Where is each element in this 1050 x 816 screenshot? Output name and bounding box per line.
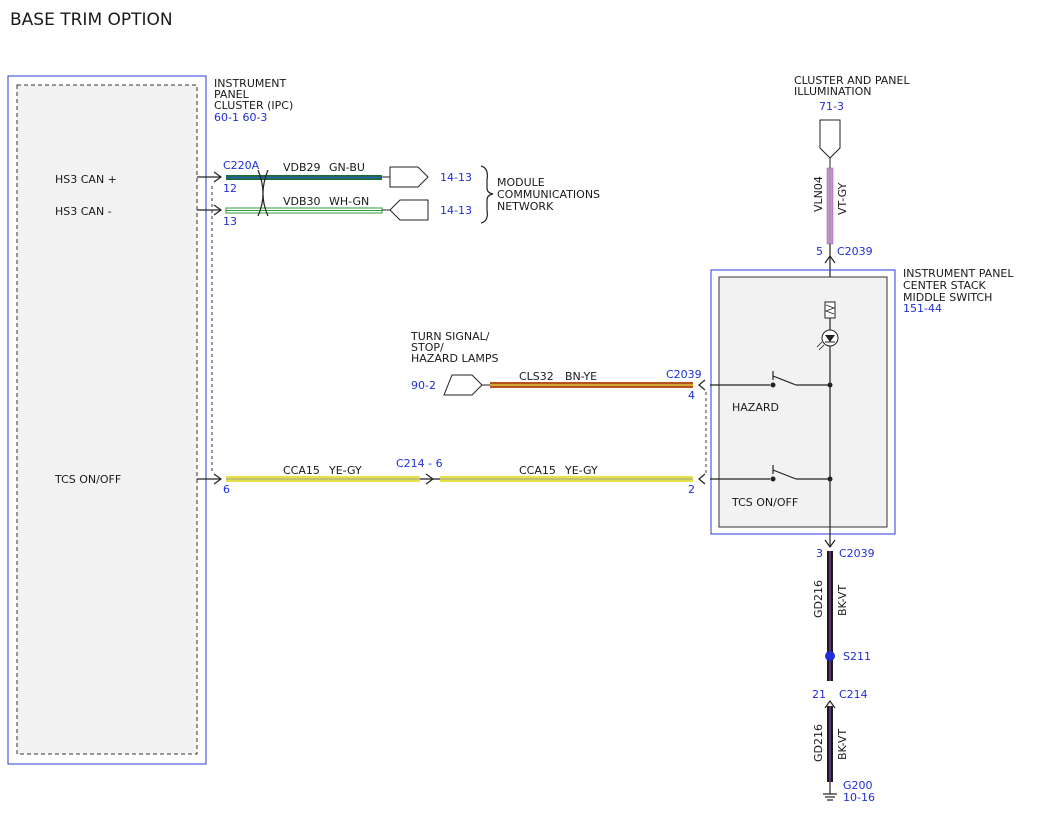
ground-ref[interactable]: 10-16 [843, 791, 875, 804]
svg-text:MODULE: MODULE [497, 176, 545, 189]
connector-arrow-icon [824, 254, 836, 264]
pin-21: 21 [812, 688, 826, 701]
connector-c2039-bottom[interactable]: C2039 [839, 547, 875, 560]
ground-g200[interactable]: G200 [843, 779, 873, 792]
connector-arrow-icon [213, 204, 223, 216]
wire-vdb29-circuit: VDB29 [283, 161, 321, 174]
pin-2: 2 [688, 483, 695, 496]
network-label: MODULE COMMUNICATIONS NETWORK [497, 176, 600, 213]
connector-arrow-icon [824, 539, 836, 549]
wire-gd216-a-circuit: GD216 [812, 580, 825, 618]
pin-6: 6 [223, 483, 230, 496]
connector-c214-inline[interactable]: C214 - 6 [396, 457, 443, 470]
page-ref-flag-icon [389, 166, 429, 188]
svg-text:TURN SIGNAL/: TURN SIGNAL/ [410, 330, 490, 343]
wire-cca15-a-color: YE-GY [328, 464, 362, 477]
pin-label-hs3-can-plus: HS3 CAN + [55, 173, 117, 186]
wire-vln04-color: VT-GY [836, 182, 849, 215]
turn-signal-ref[interactable]: 90-2 [411, 379, 436, 392]
ipc-name: INSTRUMENT PANEL CLUSTER (IPC) [214, 77, 293, 112]
connector-arrow-icon [824, 699, 836, 709]
svg-text:ILLUMINATION: ILLUMINATION [794, 85, 872, 98]
wire-vln04-circuit: VLN04 [812, 176, 825, 212]
wire-vdb30[interactable] [225, 207, 383, 214]
pin-5: 5 [816, 245, 823, 258]
svg-text:NETWORK: NETWORK [497, 200, 554, 213]
svg-text:INSTRUMENT PANEL: INSTRUMENT PANEL [903, 267, 1014, 280]
wire-gd216-a[interactable] [827, 551, 833, 681]
ground-icon [823, 782, 837, 801]
pin-4: 4 [688, 389, 695, 402]
wire-gd216-a-color: BK-VT [836, 585, 849, 616]
wire-vdb30-circuit: VDB30 [283, 195, 321, 208]
svg-text:CLUSTER AND PANEL: CLUSTER AND PANEL [794, 74, 910, 87]
ipc-refs[interactable]: 60-1 60-3 [214, 111, 267, 124]
connector-arrow-icon [213, 473, 223, 485]
resistor-icon [824, 301, 836, 319]
wire-cca15-a-circuit: CCA15 [283, 464, 320, 477]
wire-cca15-b[interactable] [440, 476, 693, 482]
turn-signal-label: TURN SIGNAL/ STOP/ HAZARD LAMPS [410, 330, 498, 365]
svg-text:CLUSTER (IPC): CLUSTER (IPC) [214, 99, 293, 112]
wire-cls32[interactable] [490, 382, 693, 388]
wire-cca15-b-color: YE-GY [564, 464, 598, 477]
svg-text:INSTRUMENT: INSTRUMENT [214, 77, 287, 90]
splice-s211[interactable] [825, 651, 835, 661]
hazard-switch-label: HAZARD [732, 401, 779, 414]
connector-arrow-icon [213, 171, 223, 183]
led-icon [816, 329, 839, 351]
pin-label-tcs-on-off: TCS ON/OFF [54, 473, 121, 486]
brace-icon [480, 165, 494, 224]
page-ref-flag-icon [389, 199, 429, 221]
svg-text:CENTER STACK: CENTER STACK [903, 279, 987, 292]
svg-text:HAZARD LAMPS: HAZARD LAMPS [411, 352, 498, 365]
connector-c220a[interactable]: C220A [223, 159, 260, 172]
tcs-switch-label: TCS ON/OFF [731, 496, 798, 509]
connector-c2039-top[interactable]: C2039 [837, 245, 873, 258]
switch-module-border [710, 269, 896, 535]
page-ref-flag-icon [443, 374, 483, 396]
pin-13: 13 [223, 215, 237, 228]
wire-cca15-a[interactable] [226, 476, 420, 482]
hazard-switch-icon [772, 375, 797, 386]
wire-cca15-b-circuit: CCA15 [519, 464, 556, 477]
pin-3: 3 [816, 547, 823, 560]
twisted-pair-icon [257, 169, 269, 217]
switch-module-ref[interactable]: 151-44 [903, 302, 942, 315]
can-ref-14-13-a[interactable]: 14-13 [440, 171, 472, 184]
wire-vdb29[interactable] [226, 175, 382, 180]
pin-12: 12 [223, 182, 237, 195]
svg-text:STOP/: STOP/ [411, 341, 444, 354]
wire-cls32-color: BN-YE [565, 370, 597, 383]
ipc-module-border [7, 75, 207, 765]
ipc-module-body [16, 84, 198, 755]
wire-gd216-b-color: BK-VT [836, 729, 849, 760]
connector-c214-ground[interactable]: C214 [839, 688, 868, 701]
wire-cls32-circuit: CLS32 [519, 370, 554, 383]
illum-ref[interactable]: 71-3 [819, 100, 844, 113]
connector-arrow-icon [698, 473, 706, 485]
pin-label-hs3-can-minus: HS3 CAN - [55, 205, 112, 218]
svg-text:PANEL: PANEL [214, 88, 250, 101]
can-ref-14-13-b[interactable]: 14-13 [440, 204, 472, 217]
switch-module-body [718, 276, 888, 528]
page-ref-flag-icon [819, 119, 841, 159]
wire-vdb30-color: WH-GN [329, 195, 369, 208]
connector-arrow-icon [698, 379, 706, 391]
splice-s211-label: S211 [843, 650, 871, 663]
wire-vdb29-color: GN-BU [329, 161, 365, 174]
wire-gd216-b-circuit: GD216 [812, 724, 825, 762]
switch-module-name: INSTRUMENT PANEL CENTER STACK MIDDLE SWI… [903, 267, 1014, 304]
tcs-switch-icon [772, 469, 797, 480]
svg-text:COMMUNICATIONS: COMMUNICATIONS [497, 188, 600, 201]
illumination-label: CLUSTER AND PANEL ILLUMINATION [794, 74, 910, 98]
svg-text:MIDDLE SWITCH: MIDDLE SWITCH [903, 291, 992, 304]
wire-gd216-b[interactable] [827, 706, 833, 782]
connector-c2039-hazard[interactable]: C2039 [666, 368, 702, 381]
page-title: BASE TRIM OPTION [10, 10, 173, 30]
